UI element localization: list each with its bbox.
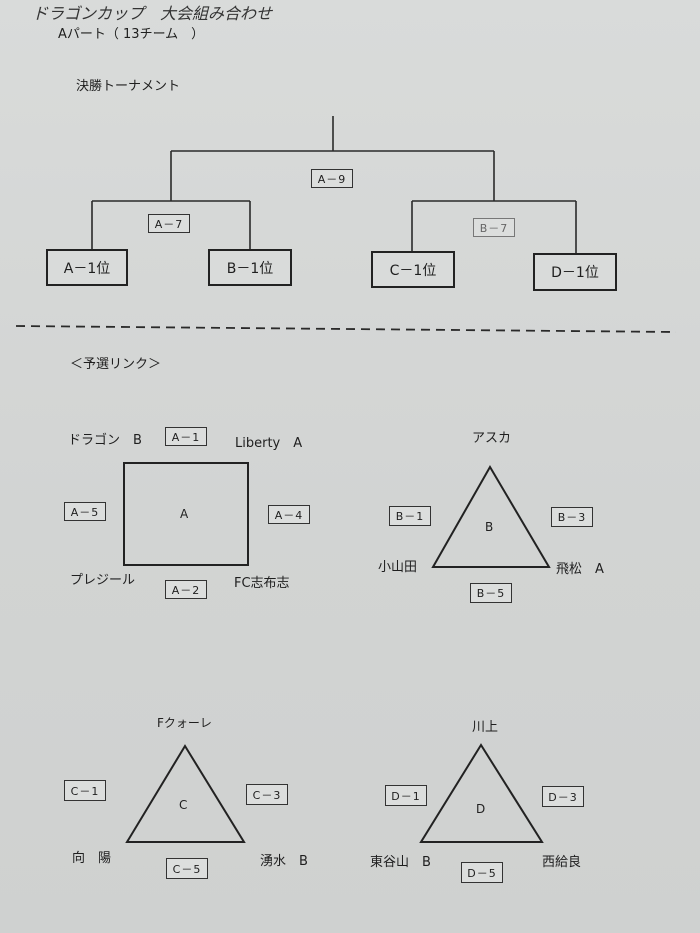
group-a-label: A [180, 507, 189, 521]
match-d1-box: D－1 [385, 785, 427, 806]
match-b7-box: B－7 [473, 218, 515, 237]
match-a7-box: A－7 [148, 214, 190, 233]
seed-d-1st: D－1位 [533, 253, 617, 291]
team-koyo: 向 陽 [72, 851, 112, 866]
group-c-triangle [125, 744, 246, 843]
group-d-triangle [419, 743, 544, 843]
section-divider [15, 325, 677, 333]
match-b3-box: B－3 [551, 507, 593, 527]
team-higashiyayama-b: 東谷山 B [370, 855, 431, 870]
seed-b-1st: B－1位 [208, 249, 292, 286]
team-kawakami: 川上 [472, 720, 499, 735]
team-fc-shibushi: FC志布志 [234, 576, 290, 591]
match-a1-box: A－1 [165, 427, 207, 446]
document-title: ドラゴンカップ 大会組み合わせ [32, 4, 273, 23]
group-b-label: B [485, 520, 494, 534]
team-yusui-b: 湧水 B [260, 854, 308, 869]
match-b1-box: B－1 [389, 506, 431, 526]
team-nishikyura: 西給良 [542, 855, 582, 870]
seed-c-1st: C－1位 [371, 251, 455, 288]
team-liberty-a: Liberty A [235, 436, 303, 451]
match-a2-box: A－2 [165, 580, 207, 599]
match-a9-box: A－9 [311, 169, 353, 188]
team-dragon-b: ドラゴン B [68, 433, 142, 448]
match-c5-box: C－5 [166, 858, 208, 879]
match-b5-box: B－5 [470, 583, 512, 603]
team-plaisir: プレジール [70, 573, 136, 588]
match-d5-box: D－5 [461, 862, 503, 883]
match-a5-box: A－5 [64, 502, 106, 521]
seed-a-1st: A－1位 [46, 249, 128, 286]
match-c1-box: C－1 [64, 780, 106, 801]
part-subtitle: Aパート（ 13チーム ） [58, 27, 205, 42]
group-a-square [123, 462, 249, 566]
match-a4-box: A－4 [268, 505, 310, 524]
group-c-label: C [179, 798, 188, 812]
team-asuka: アスカ [472, 431, 512, 446]
group-d-label: D [476, 802, 486, 816]
match-d3-box: D－3 [542, 786, 584, 807]
group-b-triangle [431, 465, 551, 568]
team-koyamada: 小山田 [378, 560, 418, 575]
team-tobimatsu-a: 飛松 A [556, 562, 604, 577]
preliminary-heading: ＜予選リンク＞ [70, 357, 162, 372]
team-f-cuore: Fクォーレ [157, 716, 212, 730]
final-tournament-heading: 決勝トーナメント [76, 79, 181, 94]
match-c3-box: C－3 [246, 784, 288, 805]
